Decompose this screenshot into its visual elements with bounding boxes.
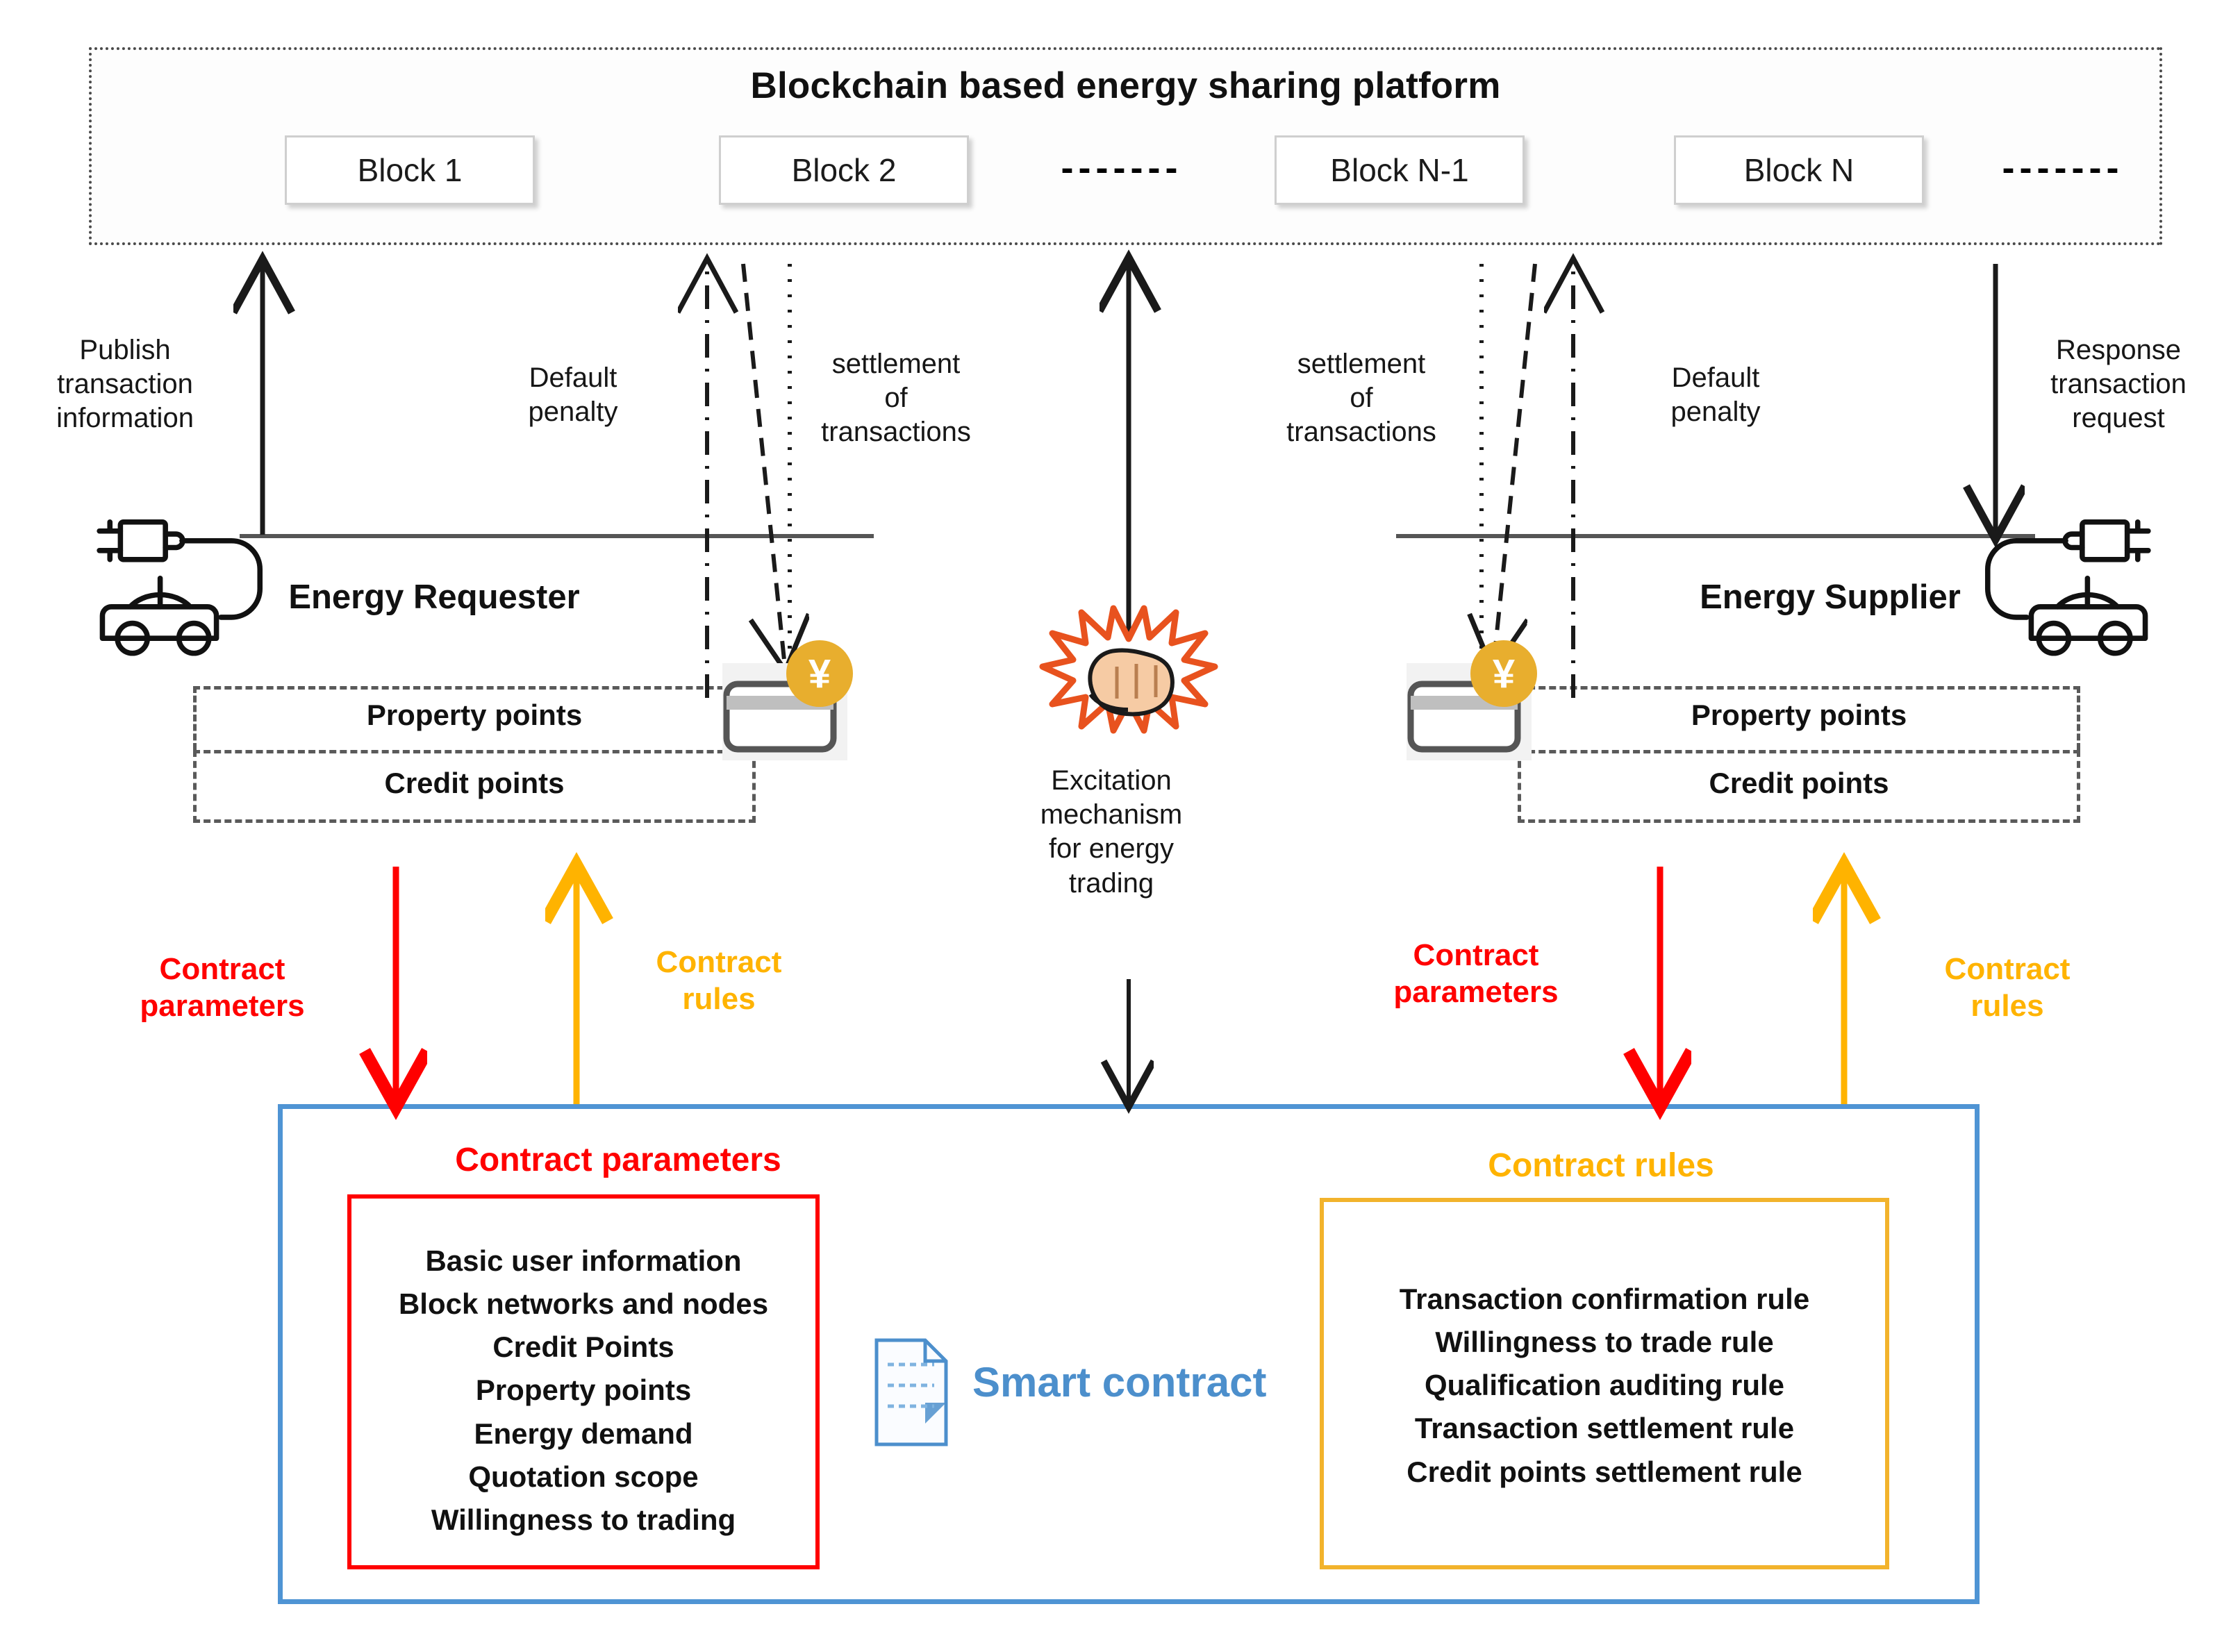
contract-parameter-item: Quotation scope (468, 1460, 699, 1493)
energy-requester-title: Energy Requester (288, 578, 580, 616)
block-n-minus-1[interactable]: Block N-1 (1275, 135, 1525, 205)
requester-credit-points-box (193, 750, 756, 823)
contract-rule-item: Credit points settlement rule (1407, 1455, 1802, 1488)
fist-burst-icon (1039, 605, 1218, 734)
supplier-property-points-label: Property points (1691, 699, 1907, 731)
block-2[interactable]: Block 2 (719, 135, 969, 205)
label-default-penalty-requester: Default penalty (528, 362, 618, 427)
energy-supplier-title: Energy Supplier (1700, 578, 1961, 616)
label-excitation-mechanism: Excitation mechanism for energy trading (1040, 765, 1183, 899)
block-ellipsis-middle: ------- (1061, 147, 1183, 189)
label-settlement-of-transactions-supplier: settlement of transactions (1286, 349, 1436, 447)
requester-credit-points-label: Credit points (384, 767, 565, 799)
contract-rule-item: Willingness to trade rule (1435, 1326, 1774, 1359)
supplier-credit-points-label: Credit points (1709, 767, 1889, 799)
contract-rules-title: Contract rules (1488, 1146, 1714, 1184)
contract-parameters-title: Contract parameters (455, 1141, 781, 1178)
label-publish-transaction-information: Publish transaction information (56, 335, 194, 433)
contract-rules-box (1320, 1198, 1889, 1569)
block-1[interactable]: Block 1 (285, 135, 535, 205)
contract-parameter-item: Credit Points (492, 1330, 674, 1364)
contract-rule-item: Transaction confirmation rule (1399, 1283, 1810, 1315)
block-n[interactable]: Block N (1674, 135, 1924, 205)
contract-parameter-item: Property points (475, 1374, 692, 1407)
requester-property-points-label: Property points (366, 699, 583, 731)
platform-title: Blockchain based energy sharing platform (750, 65, 1501, 106)
label-contract-rules-supplier: Contract rules (1944, 952, 2071, 1023)
smart-contract-label: Smart contract (972, 1358, 1267, 1405)
label-contract-parameters-requester: Contract parameters (140, 952, 305, 1023)
label-default-penalty-supplier: Default penalty (1670, 362, 1761, 427)
block-ellipsis-right: ------- (2002, 147, 2124, 189)
contract-parameter-item: Basic user information (425, 1244, 742, 1277)
label-contract-rules-requester: Contract rules (656, 945, 782, 1016)
contract-rule-item: Qualification auditing rule (1424, 1369, 1785, 1402)
supplier-credit-points-box (1518, 750, 2080, 823)
label-response-transaction-request: Response transaction request (2050, 335, 2187, 433)
contract-parameters-box (347, 1194, 820, 1569)
contract-parameter-item: Willingness to trading (431, 1503, 736, 1536)
contract-parameter-item: Energy demand (474, 1417, 693, 1450)
contract-parameter-item: Block networks and nodes (398, 1287, 769, 1321)
label-settlement-of-transactions-requester: settlement of transactions (821, 349, 971, 447)
contract-rule-item: Transaction settlement rule (1414, 1412, 1795, 1445)
label-contract-parameters-supplier: Contract parameters (1393, 938, 1559, 1009)
